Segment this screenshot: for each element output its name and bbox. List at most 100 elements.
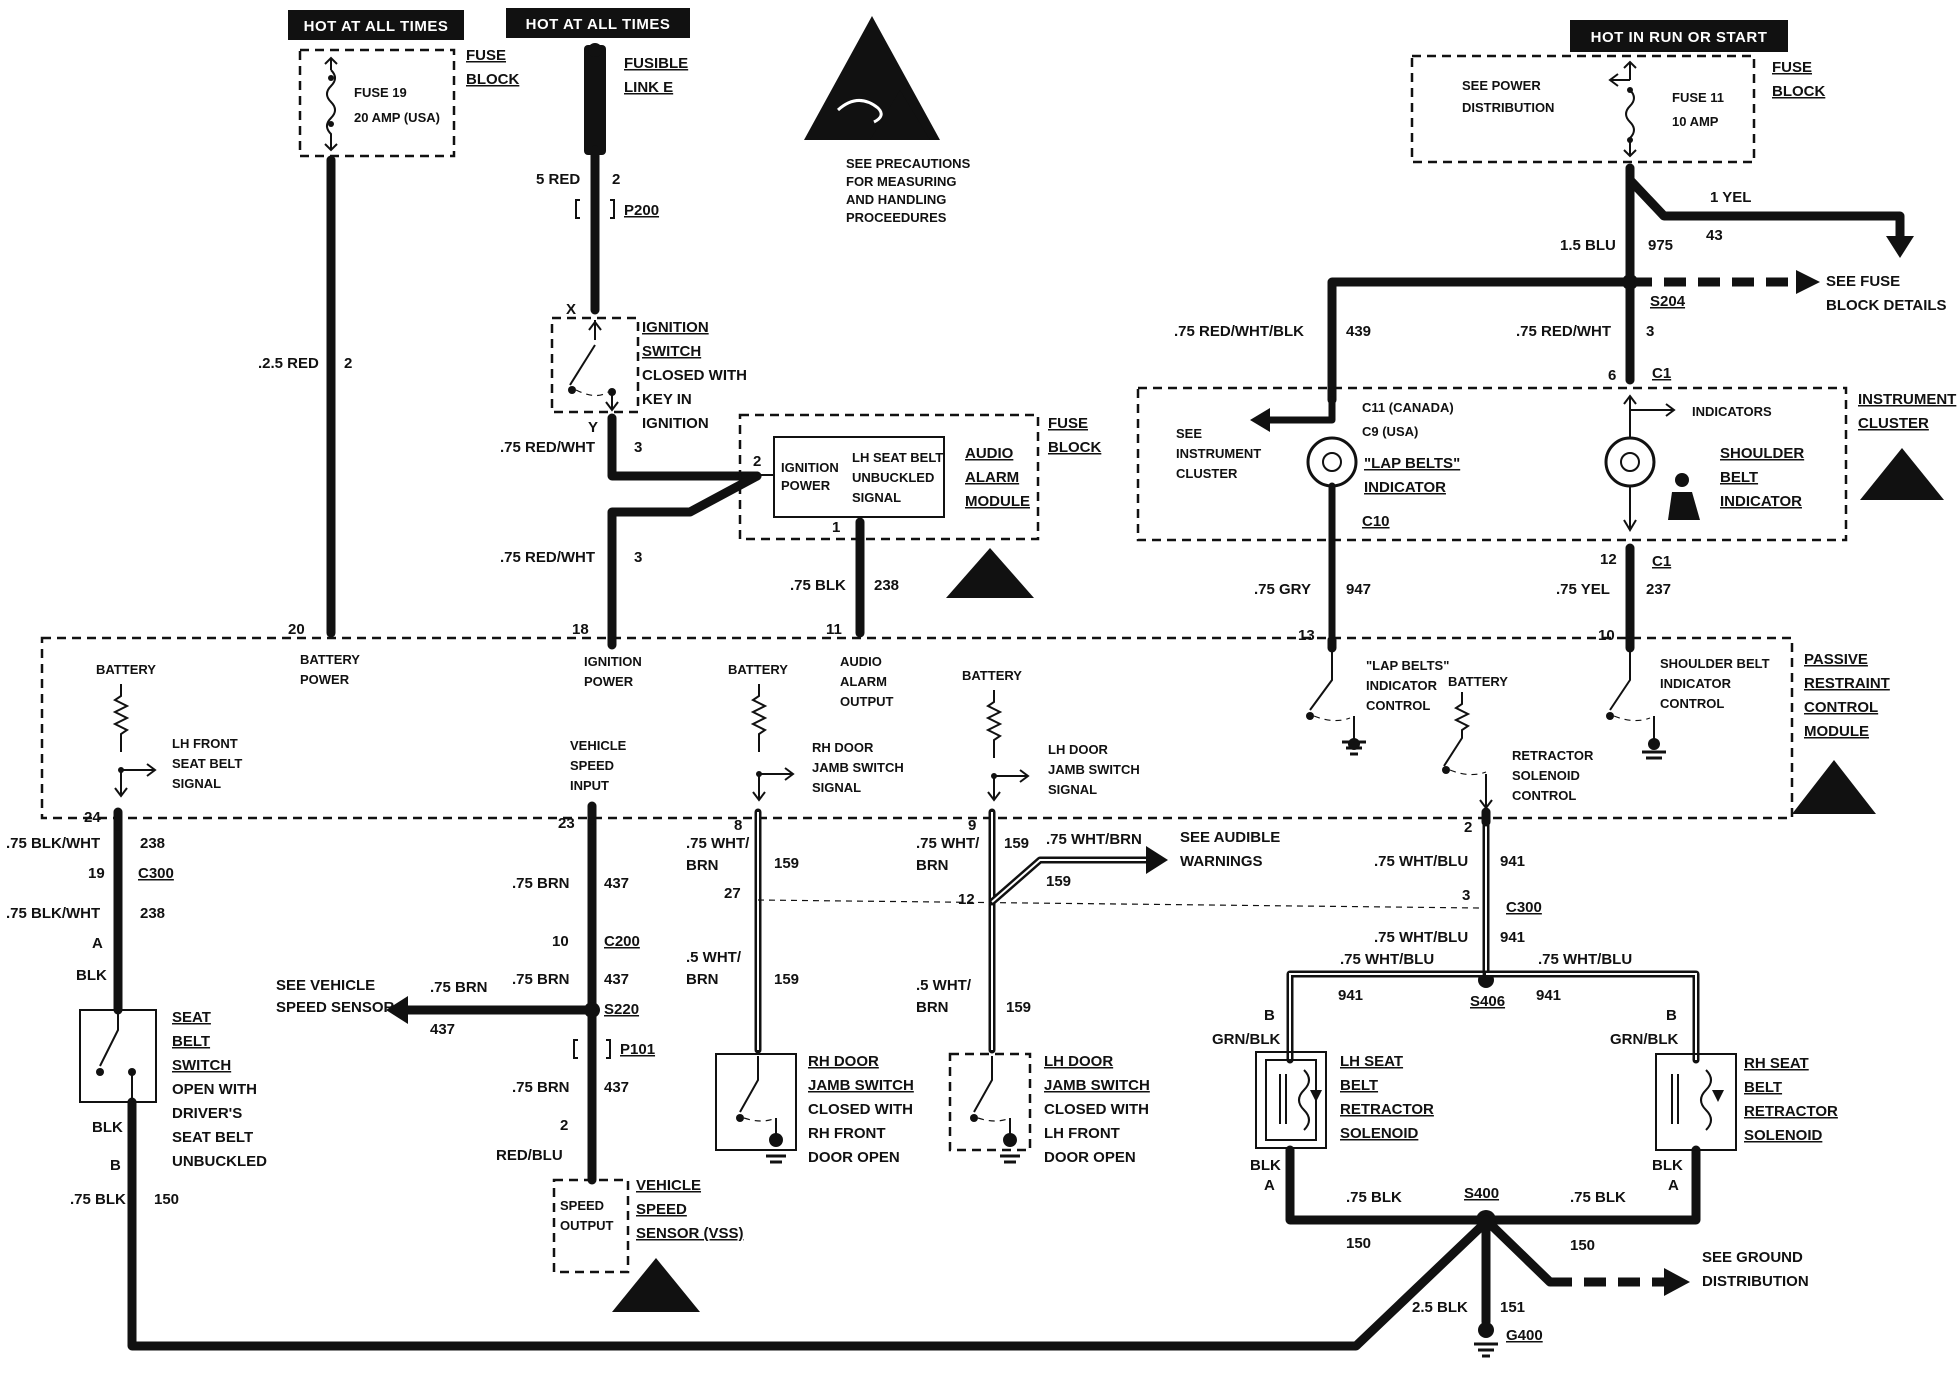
- cluster-pin6-label: 6: [1608, 367, 1616, 384]
- audio-module-sig2-label: UNBUCKLED: [852, 470, 934, 485]
- speed-see1-label: SEE VEHICLE: [276, 977, 375, 994]
- retractor-wbl-label: .75 WHT/BLU: [1340, 951, 1434, 968]
- prcm-audio3-label: OUTPUT: [840, 694, 894, 709]
- doors-lh3-label: CLOSED WITH: [1044, 1101, 1149, 1118]
- prcm-shc2-label: INDICATOR: [1660, 676, 1732, 691]
- retractor-pin3-label: 3: [1462, 887, 1470, 904]
- lower-left-blk150-label: .75 BLK: [70, 1191, 126, 1208]
- prcm-lhd3-label: SIGNAL: [1048, 782, 1097, 797]
- ground-blk25-label: 2.5 BLK: [1412, 1299, 1468, 1316]
- speed-redblu-label: RED/BLU: [496, 1147, 563, 1164]
- fuse-11-block: SEE POWER DISTRIBUTION FUSE 11 10 AMP: [1410, 54, 1756, 164]
- lower-left-sw5-label: DRIVER'S: [172, 1105, 242, 1122]
- wires-rwb-label: .75 RED/WHT/BLK: [1174, 323, 1304, 340]
- ignition-switch-title: IGNITION: [642, 319, 709, 336]
- speed-vss1-label: VEHICLE: [636, 1177, 701, 1194]
- doors-lh-w1a-label: .75 WHT/: [916, 835, 980, 852]
- prcm-bat-pwr2-label: POWER: [300, 672, 350, 687]
- audio-module-sig1-label: LH SEAT BELT: [852, 450, 943, 465]
- wires-fuse-details1-label: SEE FUSE: [1826, 273, 1900, 290]
- retractor-gb-r-label: GRN/BLK: [1610, 1031, 1678, 1048]
- retractor-wb1-circ-label: 941: [1500, 853, 1525, 870]
- tags-hot-mid-label: HOT AT ALL TIMES: [526, 16, 671, 33]
- retractor-s406-label: S406: [1470, 993, 1505, 1010]
- prcm-pin18-label: 18: [572, 621, 589, 638]
- speed-brn-left-circ-label: 437: [430, 1021, 455, 1038]
- wires-yel75-circ-label: 237: [1646, 581, 1671, 598]
- prcm-shc1-label: SHOULDER BELT: [1660, 656, 1770, 671]
- prcm-audio2-label: ALARM: [840, 674, 887, 689]
- audio-module-name2-label: ALARM: [965, 469, 1019, 486]
- wires-rwb-circ-label: 439: [1346, 323, 1371, 340]
- lower-left-sw6-label: SEAT BELT: [172, 1129, 253, 1146]
- fusible-link-label: FUSIBLE: [624, 55, 688, 72]
- ignition-switch-pin-y-label: Y: [588, 419, 598, 436]
- doors-rh-w1a-label: .75 WHT/: [686, 835, 750, 852]
- prcm-pin13-label: 13: [1298, 627, 1315, 644]
- prcm-bat2-label: BATTERY: [728, 662, 788, 677]
- prcm-name4-label: MODULE: [1804, 723, 1869, 740]
- speed-brn2-label: .75 BRN: [512, 971, 570, 988]
- esd-icon-audio: [946, 548, 1034, 598]
- retractor-wb2-circ-label: 941: [1500, 929, 1525, 946]
- cluster-lap1-label: "LAP BELTS": [1364, 455, 1460, 472]
- speed-pin2-label: 2: [560, 1117, 568, 1134]
- speed-brn2-circ-label: 437: [604, 971, 629, 988]
- cluster-c1b-label: C1: [1652, 553, 1671, 570]
- fuse-block-right-note2-label: DISTRIBUTION: [1462, 100, 1554, 115]
- tags-hot-right-label: HOT IN RUN OR START: [1591, 29, 1768, 46]
- tags-hot-left-label: HOT AT ALL TIMES: [304, 18, 449, 35]
- circuit-2: 2: [344, 355, 352, 372]
- rh-door-jamb-switch: [715, 1053, 797, 1164]
- prcm-pin20-label: 20: [288, 621, 305, 638]
- retractor-rh2-label: BELT: [1744, 1079, 1782, 1096]
- cluster-see1-label: SEE: [1176, 426, 1202, 441]
- lower-left-bw2-label: .75 BLK/WHT: [6, 905, 100, 922]
- doors-rh-w1b-label: BRN: [686, 857, 719, 874]
- prcm-name2-label: RESTRAINT: [1804, 675, 1890, 692]
- passive-restraint-control-module: [40, 636, 1794, 820]
- instrument-cluster: SEE INSTRUMENT CLUSTER C11 (CANADA) C9 (…: [1136, 386, 1848, 644]
- doors-aud2-label: WARNINGS: [1180, 853, 1263, 870]
- retractor-blk-r-label: BLK: [1652, 1157, 1683, 1174]
- cluster-see2-label: INSTRUMENT: [1176, 446, 1261, 461]
- speed-vss3-label: SENSOR (VSS): [636, 1225, 744, 1242]
- cluster-c11-label: C11 (CANADA): [1362, 400, 1454, 415]
- retractor-wb2-label: .75 WHT/BLU: [1374, 929, 1468, 946]
- audio-module-pin2-label: 2: [753, 453, 761, 470]
- retractor-pinA-l-label: A: [1264, 1177, 1275, 1194]
- fuse-block-right-fuse-label: FUSE 11: [1672, 90, 1724, 105]
- wires-gry-label: .75 GRY: [1254, 581, 1311, 598]
- retractor-rh3-label: RETRACTOR: [1744, 1103, 1838, 1120]
- prcm-lhf2-label: SEAT BELT: [172, 756, 242, 771]
- wires-s204-label: S204: [1650, 293, 1686, 310]
- retractor-rh1-label: RH SEAT: [1744, 1055, 1809, 1072]
- retractor-control-switch: [1442, 692, 1493, 810]
- speed-out1-label: SPEED: [560, 1198, 604, 1213]
- wire-blk-150-ground: [127, 1097, 1491, 1351]
- speed-out2-label: OUTPUT: [560, 1218, 614, 1233]
- doors-lh2-label: JAMB SWITCH: [1044, 1077, 1150, 1094]
- cluster-indicators-label: INDICATORS: [1692, 404, 1772, 419]
- cluster-sh1-label: SHOULDER: [1720, 445, 1804, 462]
- retractor-rh4-label: SOLENOID: [1744, 1127, 1823, 1144]
- doors-rh4-label: RH FRONT: [808, 1125, 886, 1142]
- doors-lh5-label: DOOR OPEN: [1044, 1149, 1136, 1166]
- lower-left-bw1-label: .75 BLK/WHT: [6, 835, 100, 852]
- ground-see2-label: DISTRIBUTION: [1702, 1273, 1809, 1290]
- seat-belt-switch: [79, 1009, 157, 1103]
- doors-pin27-label: 27: [724, 885, 741, 902]
- ignition-switch: [550, 316, 640, 414]
- wires-gry-circ-label: 947: [1346, 581, 1371, 598]
- rh-retractor-solenoid: [1655, 1053, 1737, 1151]
- retractor-lh4-label: SOLENOID: [1340, 1125, 1419, 1142]
- wires-blk-238-label: .75 BLK: [790, 577, 846, 594]
- doors-aud-c-label: 159: [1046, 873, 1071, 890]
- fuse-block-label-left-2: BLOCK: [466, 71, 519, 88]
- ground-see1-label: SEE GROUND: [1702, 1249, 1803, 1266]
- audio-module-ign1-label: IGNITION: [781, 460, 839, 475]
- prcm-bat4-label: BATTERY: [1448, 674, 1508, 689]
- doors-rh-c2-label: 159: [774, 971, 799, 988]
- cluster-c1a-label: C1: [1652, 365, 1671, 382]
